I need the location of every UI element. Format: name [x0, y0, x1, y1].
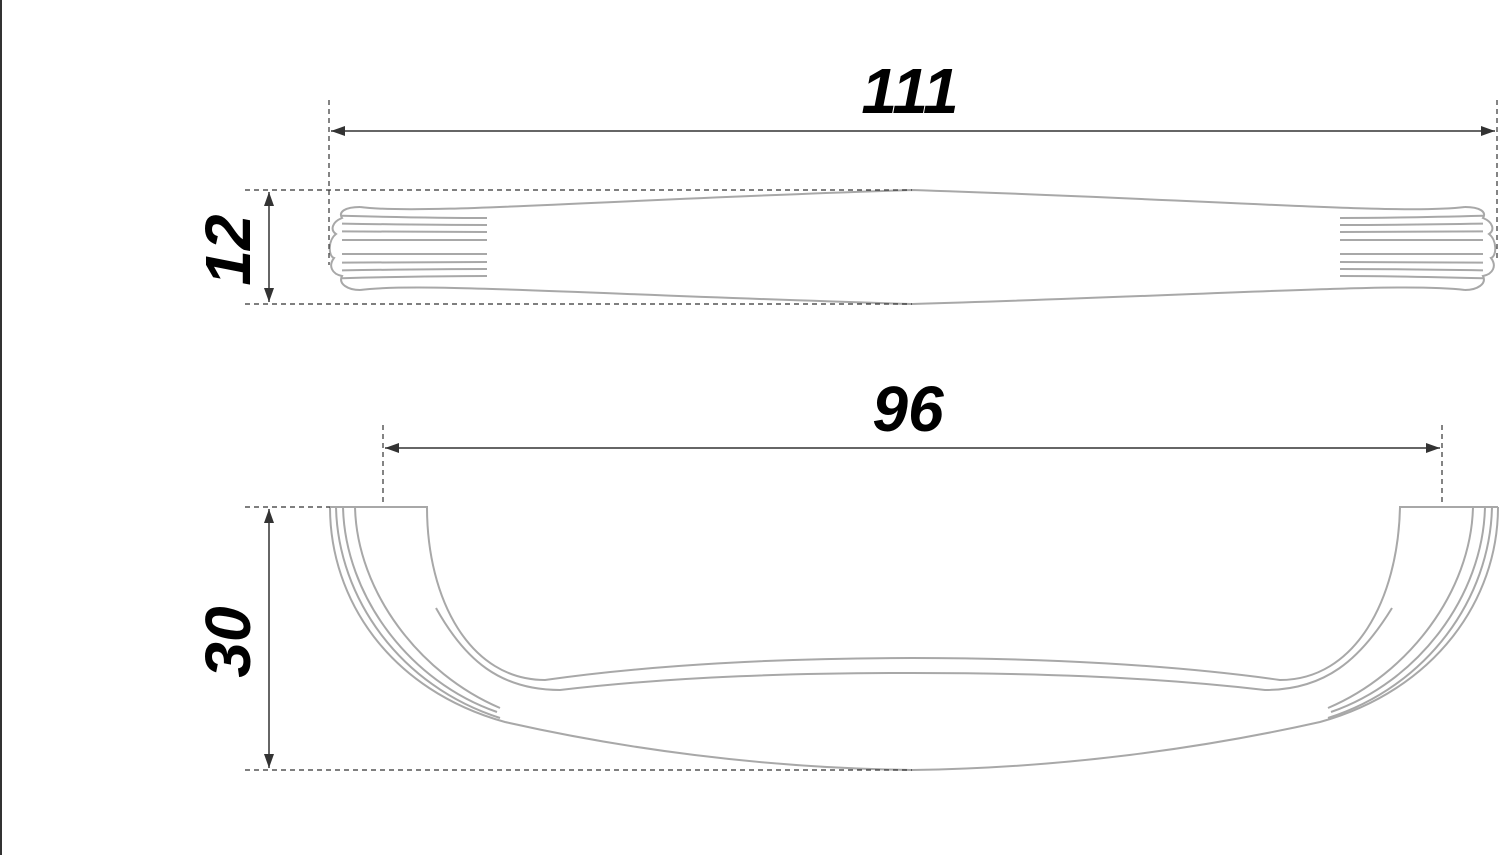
groove-line: [1339, 214, 1484, 219]
extension-lines: [245, 100, 1498, 771]
groove-line: [341, 214, 488, 219]
dimension-label-height: 30: [192, 606, 264, 677]
groove-line: [341, 268, 488, 272]
groove-line: [341, 230, 488, 233]
dimension-label-length: 111: [861, 55, 958, 127]
groove-line: [341, 222, 488, 226]
groove-line: [1339, 275, 1484, 280]
groove-line: [1339, 222, 1484, 226]
handle-side-view: [329, 506, 1499, 772]
frame-edge: [0, 0, 2, 855]
dimension-label-spacing: 96: [872, 373, 944, 445]
groove-line: [1339, 268, 1484, 272]
dimension-label-width: 12: [192, 214, 264, 285]
groove-line: [1339, 230, 1484, 233]
handle-top-view: [328, 188, 1497, 306]
groove-line: [341, 261, 488, 264]
groove-line: [341, 275, 488, 280]
groove-line: [1339, 261, 1484, 264]
